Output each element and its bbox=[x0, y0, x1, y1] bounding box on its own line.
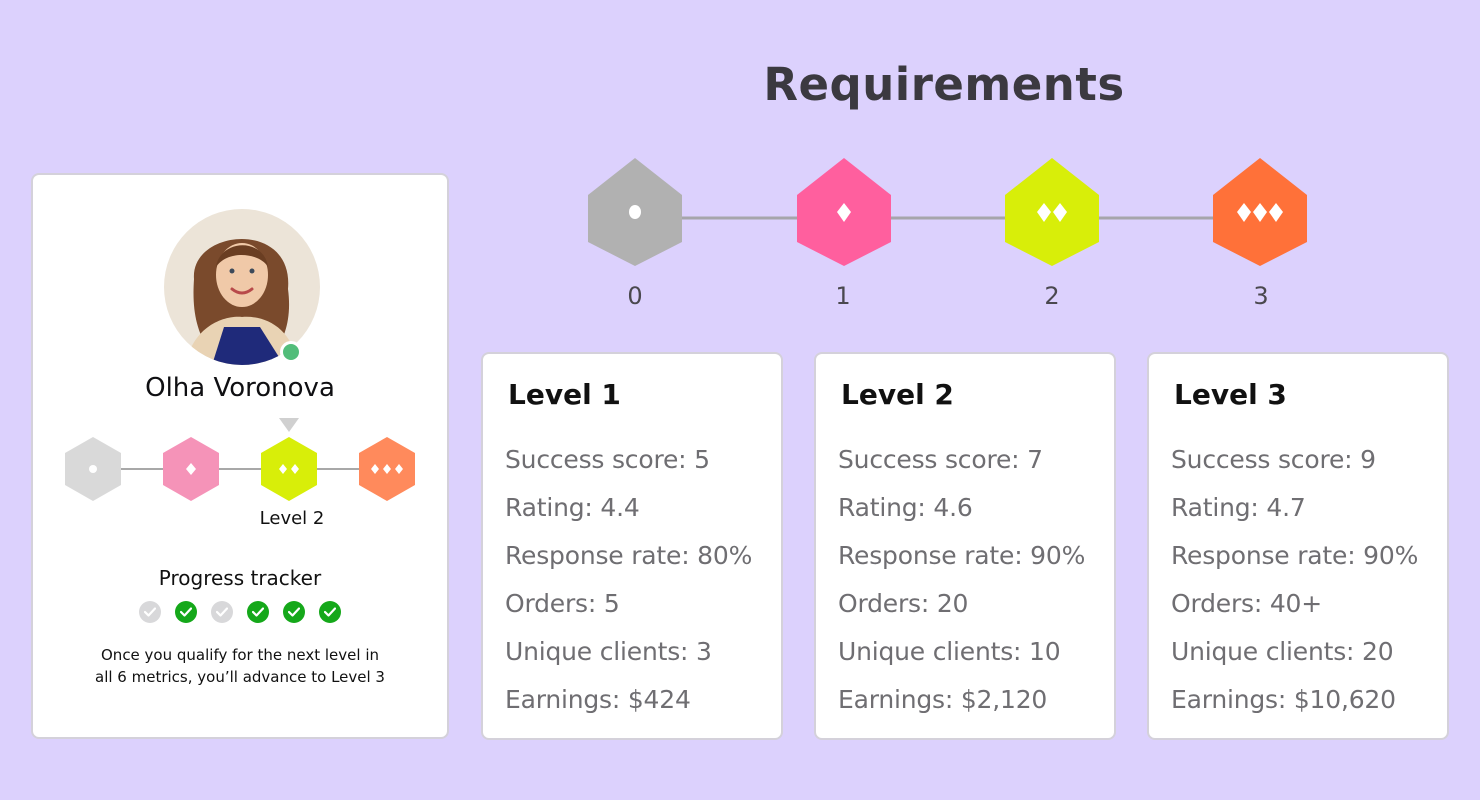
level-card-2: Level 2 Success score: 7 Rating: 4.6 Res… bbox=[814, 352, 1116, 740]
user-avatar-icon bbox=[164, 209, 320, 365]
requirement-success-score: Success score: 5 bbox=[505, 445, 710, 474]
metric-check-icon-1 bbox=[139, 601, 161, 623]
level-1-hexagon-icon[interactable] bbox=[797, 158, 891, 266]
levels-track bbox=[588, 156, 1308, 268]
avatar[interactable] bbox=[164, 209, 320, 365]
requirement-unique-clients: Unique clients: 20 bbox=[1171, 637, 1394, 666]
level-card-title: Level 1 bbox=[508, 378, 621, 411]
level-card-title: Level 2 bbox=[841, 378, 954, 411]
level-requirements-list: Success score: 5 Rating: 4.4 Response ra… bbox=[505, 436, 752, 724]
level-number-2: 2 bbox=[1044, 282, 1060, 310]
level-2-hexagon-icon[interactable] bbox=[1005, 158, 1099, 266]
progress-tracker-checks bbox=[33, 601, 447, 623]
requirement-orders: Orders: 5 bbox=[505, 589, 620, 618]
level-requirements-list: Success score: 7 Rating: 4.6 Response ra… bbox=[838, 436, 1085, 724]
profile-name: Olha Voronova bbox=[145, 373, 335, 403]
requirement-response-rate: Response rate: 90% bbox=[838, 541, 1086, 570]
mini-level-3-hexagon-icon bbox=[359, 437, 415, 501]
requirement-earnings: Earnings: $10,620 bbox=[1171, 685, 1396, 714]
mini-level-track bbox=[65, 437, 417, 501]
requirement-earnings: Earnings: $424 bbox=[505, 685, 691, 714]
metric-check-icon-2 bbox=[175, 601, 197, 623]
requirement-response-rate: Response rate: 80% bbox=[505, 541, 753, 570]
requirement-earnings: Earnings: $2,120 bbox=[838, 685, 1048, 714]
level-number-0: 0 bbox=[627, 282, 643, 310]
current-level-pointer-icon bbox=[279, 418, 299, 432]
requirement-rating: Rating: 4.6 bbox=[838, 493, 973, 522]
progress-tracker-note: Once you qualify for the next level in a… bbox=[95, 646, 385, 686]
requirement-success-score: Success score: 9 bbox=[1171, 445, 1376, 474]
requirement-rating: Rating: 4.7 bbox=[1171, 493, 1306, 522]
level-3-hexagon-icon[interactable] bbox=[1213, 158, 1307, 266]
level-card-1: Level 1 Success score: 5 Rating: 4.4 Res… bbox=[481, 352, 783, 740]
page-title: Requirements bbox=[0, 58, 1480, 111]
page-title-text: Requirements bbox=[763, 58, 1125, 111]
metric-check-icon-4 bbox=[247, 601, 269, 623]
requirement-rating: Rating: 4.4 bbox=[505, 493, 640, 522]
requirement-response-rate: Response rate: 90% bbox=[1171, 541, 1419, 570]
requirement-unique-clients: Unique clients: 10 bbox=[838, 637, 1061, 666]
online-status-indicator bbox=[280, 341, 302, 363]
metric-check-icon-6 bbox=[319, 601, 341, 623]
progress-tracker-title: Progress tracker bbox=[158, 566, 322, 590]
mini-level-2-hexagon-icon bbox=[261, 437, 317, 501]
level-card-3: Level 3 Success score: 9 Rating: 4.7 Res… bbox=[1147, 352, 1449, 740]
requirement-success-score: Success score: 7 bbox=[838, 445, 1043, 474]
level-card-title: Level 3 bbox=[1174, 378, 1287, 411]
current-level-label: Level 2 bbox=[259, 508, 325, 529]
level-requirements-list: Success score: 9 Rating: 4.7 Response ra… bbox=[1171, 436, 1418, 724]
mini-level-1-hexagon-icon bbox=[163, 437, 219, 501]
level-number-3: 3 bbox=[1253, 282, 1269, 310]
mini-level-0-hexagon-icon bbox=[65, 437, 121, 501]
requirement-orders: Orders: 20 bbox=[838, 589, 969, 618]
level-0-hexagon-icon[interactable] bbox=[588, 158, 682, 266]
metric-check-icon-5 bbox=[283, 601, 305, 623]
metric-check-icon-3 bbox=[211, 601, 233, 623]
level-number-1: 1 bbox=[835, 282, 851, 310]
requirement-unique-clients: Unique clients: 3 bbox=[505, 637, 712, 666]
profile-card: Olha Voronova bbox=[31, 173, 449, 739]
requirement-orders: Orders: 40+ bbox=[1171, 589, 1322, 618]
